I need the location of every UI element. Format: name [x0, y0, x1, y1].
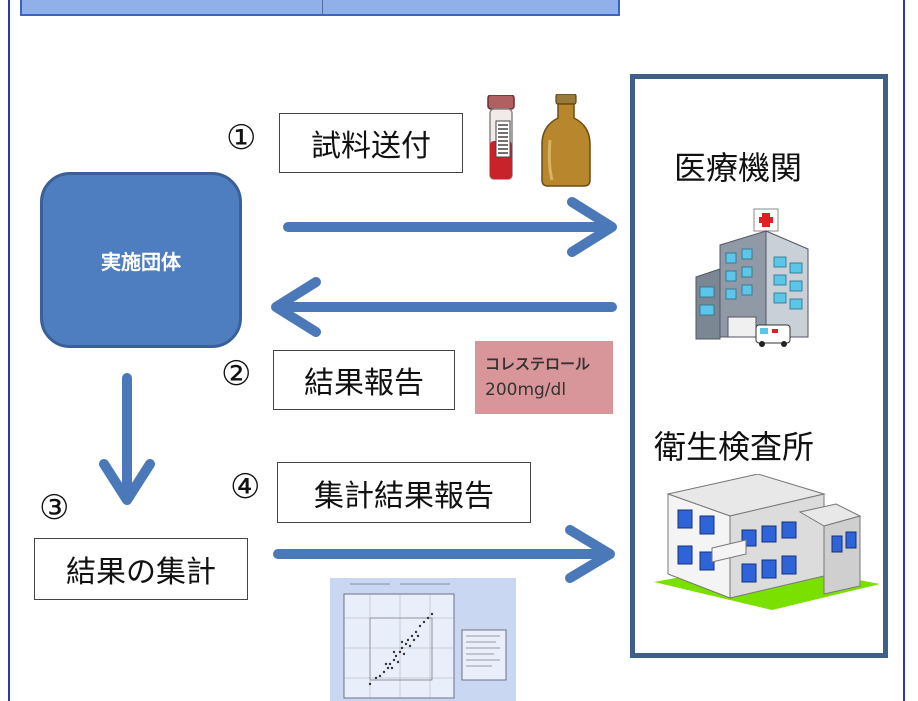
scatter-plot-thumbnail [330, 578, 516, 701]
step1-label: 試料送付 [279, 113, 463, 173]
right-border-line [903, 0, 905, 701]
result-analyte: コレステロール [485, 355, 591, 373]
header-strip [20, 0, 620, 16]
hospital-icon [695, 208, 809, 347]
step4-number: ④ [230, 467, 261, 507]
sample-bottle-icon [541, 94, 591, 187]
step2-label: 結果報告 [273, 350, 455, 410]
step4-label: 集計結果報告 [277, 462, 531, 523]
step1-number: ① [226, 118, 257, 158]
send-arrow [283, 197, 617, 257]
medical-institution-title: 医療機関 [674, 149, 803, 187]
step3-number: ③ [39, 488, 70, 528]
summary-arrow [273, 525, 615, 583]
aggregate-arrow [99, 373, 155, 505]
result-value: 200mg/dl [485, 380, 567, 400]
step3-label: 結果の集計 [34, 538, 248, 600]
lab-building-icon [654, 474, 880, 610]
result-example-card: コレステロール 200mg/dl [475, 341, 613, 414]
left-border-line [8, 0, 10, 701]
step2-number: ② [221, 354, 252, 394]
clinical-lab-title: 衛生検査所 [654, 428, 815, 466]
blood-tube-icon [487, 95, 515, 180]
organizer-box: 実施団体 [40, 172, 242, 348]
report-arrow [271, 277, 617, 337]
